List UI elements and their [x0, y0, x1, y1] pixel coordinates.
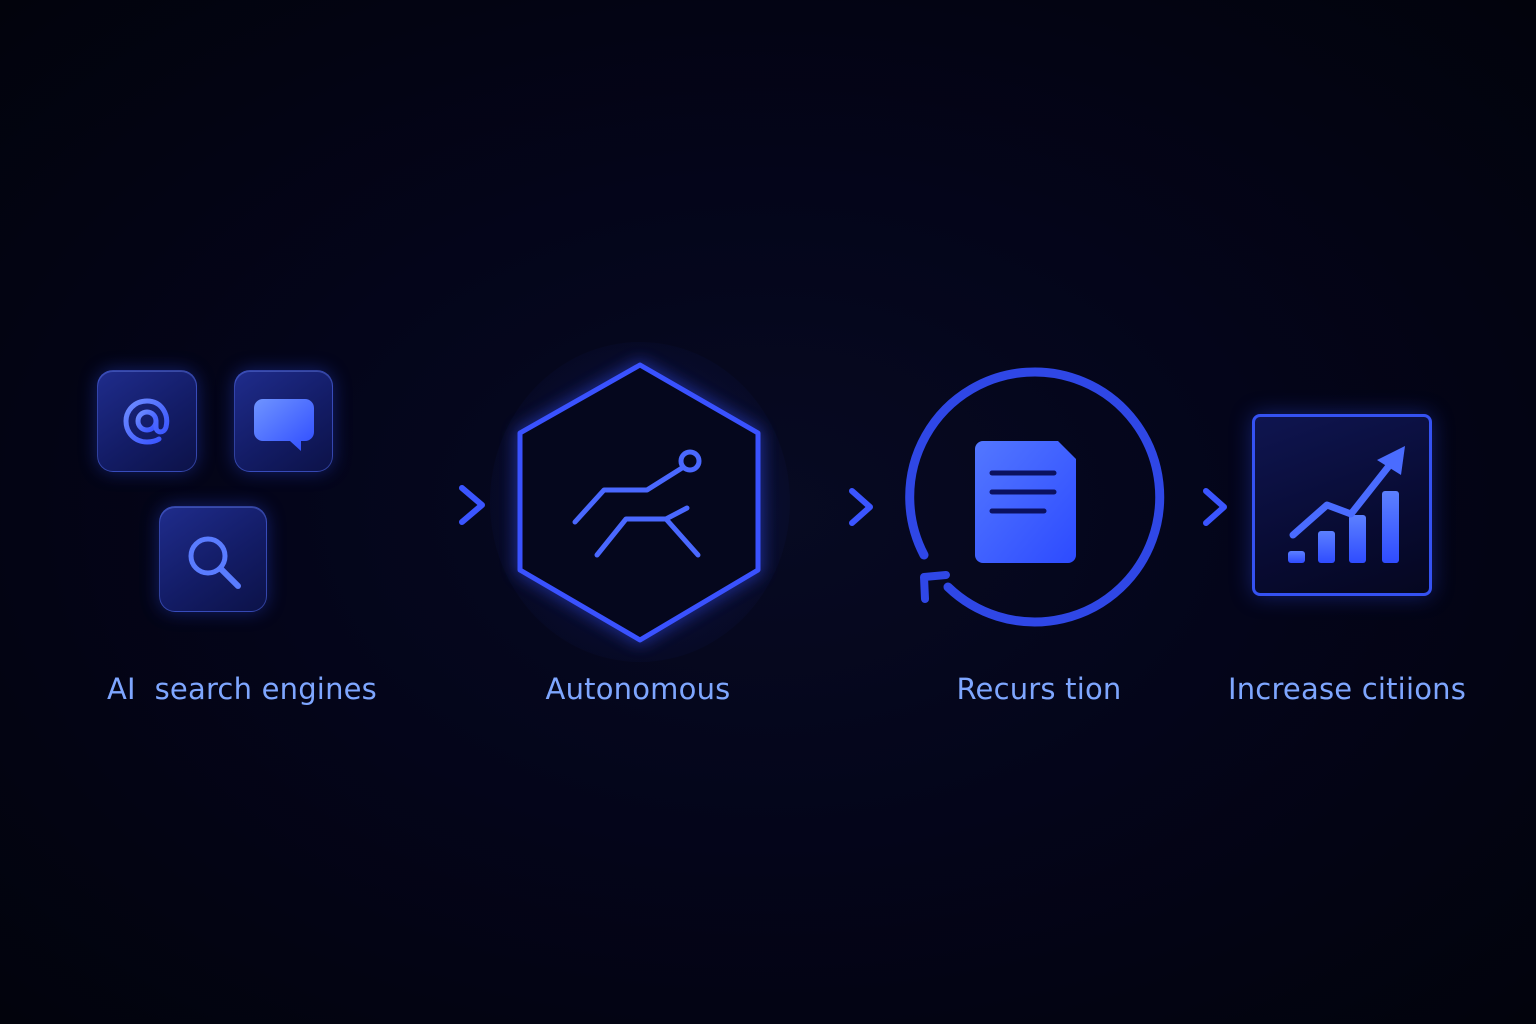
label-increase-citations: Increase citiions: [1227, 672, 1467, 706]
flow-arrow-1: [331, 485, 485, 525]
search-tile: [159, 506, 267, 612]
refresh-cycle-icon: [905, 367, 1165, 627]
label-recursion: Recurs tion: [956, 672, 1122, 706]
at-sign-icon: [123, 398, 170, 445]
label-autonomous: Autonomous: [545, 672, 731, 706]
at-sign-tile: [97, 370, 197, 472]
document-icon: [975, 441, 1076, 563]
autonomous-hexagon: [490, 342, 790, 662]
search-icon: [188, 536, 241, 589]
chat-bubble-tile: [234, 370, 333, 472]
agent-path-icon: [572, 449, 702, 558]
growth-chart-icon: [1288, 446, 1405, 563]
chat-bubble-icon: [254, 399, 314, 451]
flow-arrow-2: [781, 488, 873, 526]
flow-arrow-3: [1161, 488, 1227, 526]
growth-chart-tile: [1252, 414, 1432, 596]
label-ai-search-engines: AI search engines: [107, 672, 377, 706]
